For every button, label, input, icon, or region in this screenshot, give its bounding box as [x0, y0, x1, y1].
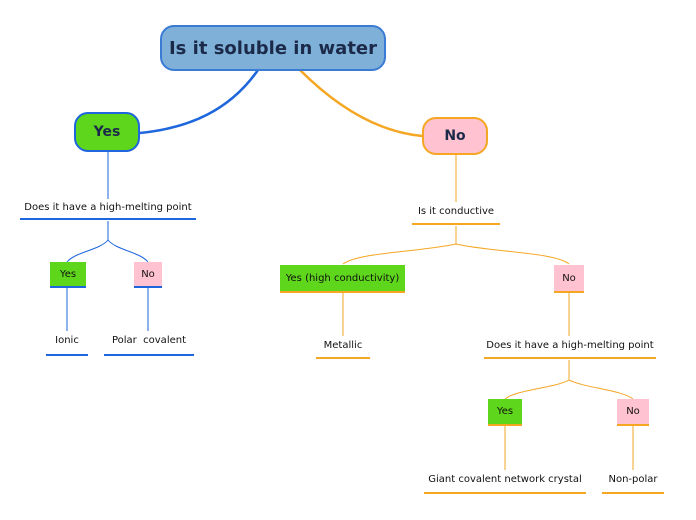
- right-melting-no-node[interactable]: No: [617, 399, 649, 424]
- conductive-question[interactable]: Is it conductive: [417, 206, 495, 217]
- soluble-yes-node[interactable]: Yes: [74, 112, 140, 152]
- conductive-yes-label: Yes (high conductivity): [285, 272, 400, 284]
- ionic-result[interactable]: Ionic: [55, 335, 79, 346]
- right-melting-no-label: No: [626, 406, 640, 417]
- soluble-yes-label: Yes: [93, 124, 121, 140]
- left-melting-yes-node[interactable]: Yes: [50, 262, 86, 286]
- root-topic[interactable]: Is it soluble in water: [160, 25, 386, 71]
- conductive-no-node[interactable]: No: [554, 265, 584, 291]
- giant-covalent-result[interactable]: Giant covalent network crystal: [428, 474, 582, 485]
- metallic-result[interactable]: Metallic: [323, 340, 363, 351]
- soluble-no-node[interactable]: No: [422, 117, 488, 155]
- left-melting-no-label: No: [141, 268, 155, 280]
- left-melting-yes-label: Yes: [59, 268, 77, 280]
- conductive-no-label: No: [562, 272, 576, 284]
- left-melting-point-question[interactable]: Does it have a high-melting point: [24, 202, 192, 213]
- non-polar-result[interactable]: Non-polar: [608, 474, 658, 485]
- right-melting-yes-node[interactable]: Yes: [488, 399, 522, 424]
- conductive-yes-node[interactable]: Yes (high conductivity): [280, 265, 405, 291]
- right-melting-yes-label: Yes: [496, 406, 514, 417]
- root-topic-label: Is it soluble in water: [168, 37, 378, 59]
- left-melting-no-node[interactable]: No: [134, 262, 162, 286]
- soluble-no-label: No: [444, 128, 466, 144]
- right-melting-point-question[interactable]: Does it have a high-melting point: [486, 340, 654, 351]
- polar-covalent-result[interactable]: Polar covalent: [111, 335, 187, 346]
